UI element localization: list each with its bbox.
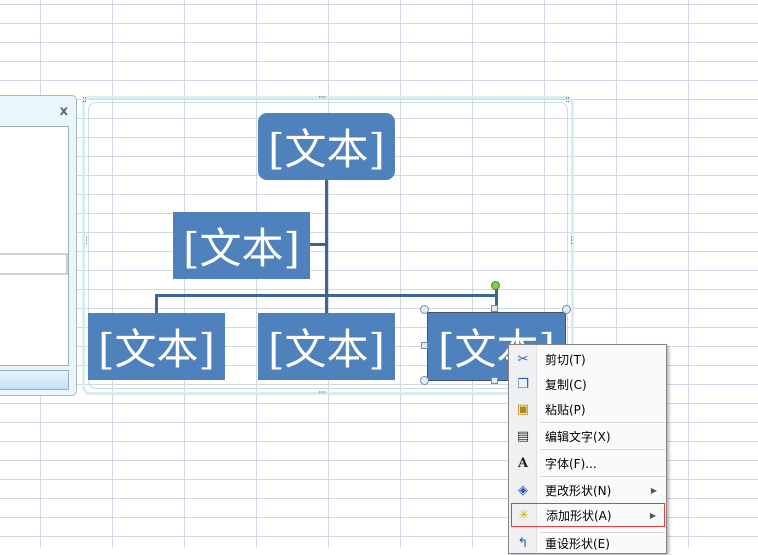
handle-bl[interactable] xyxy=(420,376,429,385)
handle-left[interactable] xyxy=(421,342,428,349)
handle-top[interactable] xyxy=(491,305,498,312)
text-pane-body xyxy=(0,126,69,366)
handle-tr[interactable] xyxy=(562,305,571,314)
resize-handle-tr[interactable]: :: xyxy=(565,95,570,105)
copy-icon: ❐ xyxy=(517,376,529,392)
node-bottom-left[interactable]: [文本] xyxy=(88,313,225,380)
connector-drop-right xyxy=(495,287,498,313)
text-pane-input[interactable] xyxy=(0,253,68,275)
menu-item-cut[interactable]: ✂剪切(T) xyxy=(511,347,665,371)
node-bottom-middle[interactable]: [文本] xyxy=(258,313,395,380)
connector-assistant xyxy=(310,243,326,246)
add-shape-icon: ✳ xyxy=(518,507,530,523)
menu-separator xyxy=(541,422,665,423)
smartart-inner-border xyxy=(88,102,568,389)
smartart-frame[interactable] xyxy=(82,96,574,395)
edit-text-icon: ▤ xyxy=(516,428,530,444)
handle-bottom[interactable] xyxy=(491,377,498,384)
menu-separator xyxy=(541,476,665,477)
connector-drop-left xyxy=(155,294,158,313)
connector-horizontal xyxy=(155,294,498,297)
text-pane-footer[interactable] xyxy=(0,370,69,390)
font-icon: A xyxy=(517,455,529,471)
node-assistant[interactable]: [文本] xyxy=(173,212,310,279)
resize-handle-right[interactable]: ⋮ xyxy=(567,236,576,246)
menu-separator xyxy=(541,449,665,450)
paste-icon: ▣ xyxy=(516,401,530,417)
menu-icon-gutter xyxy=(509,345,537,553)
menu-item-edit-text[interactable]: ▤编辑文字(X) xyxy=(511,424,665,448)
scissors-icon: ✂ xyxy=(517,351,529,367)
submenu-arrow-icon: ▶ xyxy=(649,510,656,520)
resize-handle-tl[interactable]: :: xyxy=(82,95,87,105)
menu-item-copy[interactable]: ❐复制(C) xyxy=(511,372,665,396)
resize-handle-bottom[interactable]: ···· xyxy=(318,388,327,398)
node-top[interactable]: [文本] xyxy=(258,113,395,180)
change-shape-icon: ◈ xyxy=(518,482,528,498)
connector-vertical xyxy=(325,180,328,313)
menu-separator xyxy=(541,532,665,533)
menu-item-reset-shape[interactable]: ↰重设形状(E) xyxy=(511,531,665,555)
menu-item-paste[interactable]: ▣粘贴(P) xyxy=(511,397,665,421)
close-icon[interactable]: x xyxy=(59,104,68,119)
rotate-handle[interactable] xyxy=(491,281,500,290)
menu-item-add-shape[interactable]: ✳添加形状(A)▶ xyxy=(511,503,665,527)
resize-handle-left[interactable]: ⋮ xyxy=(82,236,91,246)
menu-item-change-shape[interactable]: ◈更改形状(N)▶ xyxy=(511,478,665,502)
text-pane: x xyxy=(0,95,77,396)
reset-shape-icon: ↰ xyxy=(517,535,529,551)
resize-handle-top[interactable]: ···· xyxy=(318,93,327,103)
submenu-arrow-icon: ▶ xyxy=(650,485,657,495)
handle-tl[interactable] xyxy=(420,305,429,314)
